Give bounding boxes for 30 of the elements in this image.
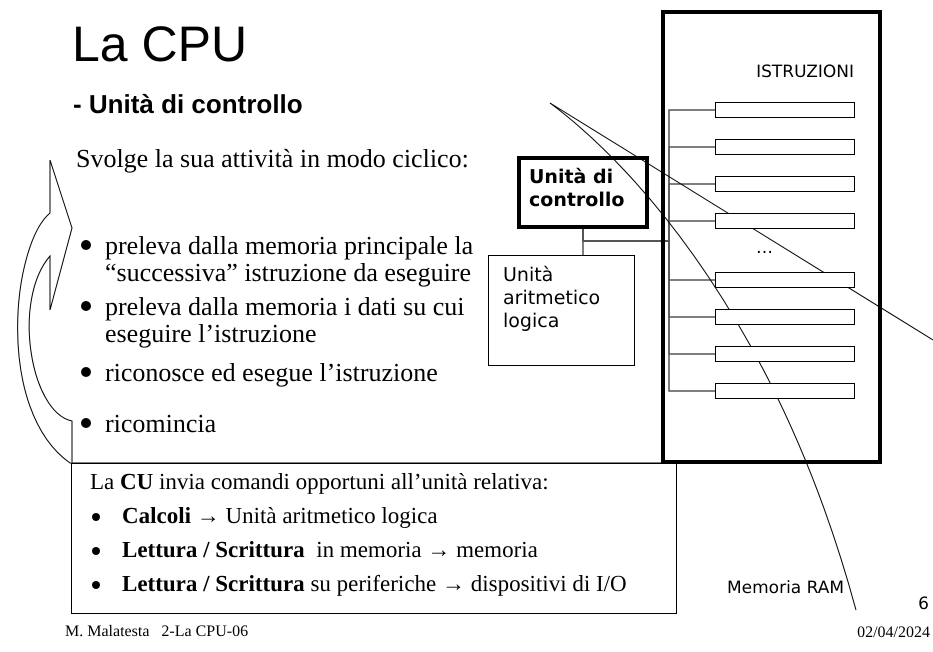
ellipsis-text: … xyxy=(756,238,774,260)
caption-text: Memoria RAM xyxy=(727,578,846,600)
memory-cell xyxy=(715,383,855,399)
bullet-text: Lettura / Scrittura su periferiche → dispositivi di I/O xyxy=(122,571,627,596)
heading-text: ISTRUZIONI xyxy=(755,62,854,82)
slide-title: La CPU xyxy=(72,15,248,74)
box-text: Unità aritmetico logica xyxy=(503,264,602,332)
memory-cell xyxy=(715,139,855,155)
bullet-text: preleva dalla memoria i dati su cui eseguire l’istruzione xyxy=(105,293,466,348)
memory-cell xyxy=(715,309,855,325)
command-box xyxy=(71,463,677,614)
intro-text: Svolge la sua attività in modo ciclico: xyxy=(76,143,470,175)
page-number: 6 xyxy=(917,594,929,616)
footer-text: M. Malatesta 2-La CPU-06 xyxy=(65,622,250,642)
memory-cell xyxy=(715,176,855,192)
alu-box xyxy=(488,255,635,366)
bullet-text: Calcoli → Unità aritmetico logica xyxy=(122,503,438,528)
box-text: Unità di controllo xyxy=(529,166,626,212)
body-text: La CU invia comandi opportuni all’unità relativa: xyxy=(90,469,549,494)
bullet-text: Lettura / Scrittura in memoria → memoria xyxy=(122,537,538,562)
memory-cell xyxy=(715,213,855,229)
memory-cell xyxy=(715,346,855,362)
date-text: 02/04/2024 xyxy=(856,623,930,643)
bullet-text: ricomincia xyxy=(105,410,218,438)
memory-cell xyxy=(715,272,855,288)
control-unit-box xyxy=(517,156,649,229)
memory-cell xyxy=(715,102,855,118)
subtitle: - Unità di controllo xyxy=(73,88,304,120)
ram-box xyxy=(661,10,882,464)
bullet-text: riconosce ed esegue l’istruzione xyxy=(105,359,439,386)
